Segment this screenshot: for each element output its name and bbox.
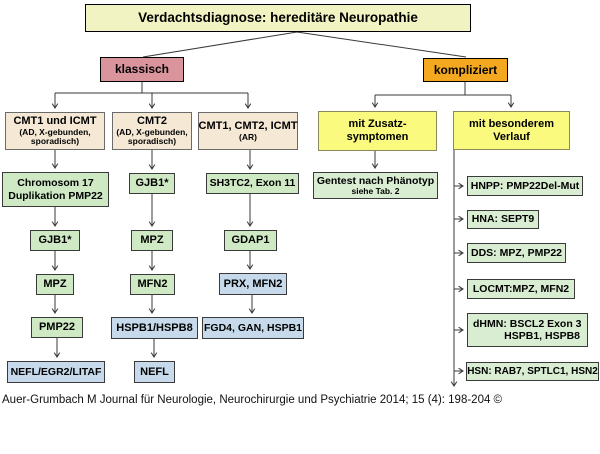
node-label: MPZ bbox=[140, 234, 164, 247]
citation-text: Auer-Grumbach M Journal für Neurologie, … bbox=[2, 394, 503, 406]
node-sublabel: (AD, X-gebunden, sporadisch) bbox=[19, 126, 91, 147]
node-besonderer-verlauf-box: mit besonderem Verlauf bbox=[453, 111, 570, 150]
node-nefl-box: NEFL bbox=[134, 361, 175, 383]
node-label: LOCMT:MPZ, MFN2 bbox=[472, 282, 570, 295]
connector-paths bbox=[51, 31, 515, 387]
page-title: Verdachtsdiagnose: hereditäre Neuropathi… bbox=[138, 10, 418, 26]
node-dhmn-box: dHMN: BSCL2 Exon 3 HSPB1, HSPB8 bbox=[467, 313, 588, 347]
node-label: MPZ bbox=[43, 278, 67, 291]
branch-klassisch-label: klassisch bbox=[114, 62, 170, 77]
node-sublabel: siehe Tab. 2 bbox=[351, 185, 400, 196]
node-gentest-box: Gentest nach Phänotyp siehe Tab. 2 bbox=[313, 172, 438, 199]
title-box: Verdachtsdiagnose: hereditäre Neuropathi… bbox=[85, 4, 471, 32]
node-label: GJB1* bbox=[38, 234, 72, 247]
node-mpz-col2-box: MPZ bbox=[131, 230, 173, 251]
node-label: mit Zusatz- bbox=[348, 118, 407, 131]
node-label: CMT2 bbox=[137, 115, 167, 127]
node-label: HSN: RAB7, SPTLC1, HSN2 bbox=[467, 365, 598, 377]
node-cmt1-icmt-box: CMT1 und ICMT (AD, X-gebunden, sporadisc… bbox=[5, 112, 105, 150]
node-label: MFN2 bbox=[137, 278, 168, 291]
node-sh3tc2-box: SH3TC2, Exon 11 bbox=[206, 173, 299, 194]
node-label: HSPB1, HSPB8 bbox=[504, 330, 580, 342]
node-gjb1-col2-box: GJB1* bbox=[129, 173, 175, 194]
node-label: GDAP1 bbox=[231, 234, 270, 247]
node-label: NEFL bbox=[140, 365, 169, 378]
node-mfn2-col2-box: MFN2 bbox=[130, 274, 175, 295]
node-cmt1-cmt2-icmt-box: CMT1, CMT2, ICMT (AR) bbox=[198, 112, 298, 150]
node-label: dHMN: BSCL2 Exon 3 bbox=[473, 317, 582, 330]
node-locmt-box: LOCMT:MPZ, MFN2 bbox=[467, 279, 575, 299]
node-fgd4-gan-hspb1-box: FGD4, GAN, HSPB1 bbox=[202, 317, 304, 339]
branch-kompliziert-label: kompliziert bbox=[433, 62, 498, 77]
node-mpz-col1-box: MPZ bbox=[36, 274, 74, 295]
node-label: mit besonderem bbox=[469, 117, 554, 130]
node-label: HSPB1/HSPB8 bbox=[116, 321, 193, 334]
node-label: PRX, MFN2 bbox=[223, 277, 283, 290]
node-label: Verlauf bbox=[493, 130, 530, 143]
node-chromosom17-box: Chromosom 17 Duplikation PMP22 bbox=[2, 172, 109, 207]
node-label: DDS: MPZ, PMP22 bbox=[470, 246, 562, 259]
node-label: HNA: SEPT9 bbox=[471, 213, 535, 226]
node-hnpp-box: HNPP: PMP22Del-Mut bbox=[467, 176, 583, 196]
node-gjb1-col1-box: GJB1* bbox=[30, 230, 80, 251]
node-label: CMT1 und ICMT bbox=[13, 115, 97, 127]
node-cmt2-box: CMT2 (AD, X-gebunden, sporadisch) bbox=[112, 112, 192, 150]
branch-kompliziert-box: kompliziert bbox=[423, 58, 508, 82]
node-label: CMT1, CMT2, ICMT bbox=[198, 119, 298, 132]
node-label: Gentest nach Phänotyp bbox=[316, 174, 435, 187]
node-sublabel: (AD, X-gebunden, sporadisch) bbox=[116, 126, 188, 147]
node-label: GJB1* bbox=[135, 177, 169, 190]
node-hna-box: HNA: SEPT9 bbox=[467, 210, 539, 229]
node-label: FGD4, GAN, HSPB1 bbox=[203, 321, 303, 334]
node-label: NEFL/EGR2/LITAF bbox=[10, 365, 102, 378]
node-label: symptomen bbox=[346, 131, 409, 143]
branch-klassisch-box: klassisch bbox=[100, 57, 184, 82]
node-hspb1-hspb8-box: HSPB1/HSPB8 bbox=[111, 317, 198, 339]
node-label: Duplikation PMP22 bbox=[8, 189, 103, 202]
node-label: SH3TC2, Exon 11 bbox=[209, 177, 296, 190]
node-prx-mfn2-box: PRX, MFN2 bbox=[219, 273, 287, 295]
node-label: Chromosom 17 bbox=[17, 177, 94, 190]
node-label: PMP22 bbox=[38, 321, 76, 334]
node-zusatzsymptome-box: mit Zusatz- symptomen bbox=[318, 111, 437, 151]
node-gdap1-box: GDAP1 bbox=[224, 230, 277, 251]
node-pmp22-col1-box: PMP22 bbox=[31, 317, 83, 338]
node-hsn-box: HSN: RAB7, SPTLC1, HSN2 bbox=[466, 362, 599, 381]
node-sublabel: (AR) bbox=[239, 131, 257, 142]
node-dds-box: DDS: MPZ, PMP22 bbox=[467, 243, 566, 263]
node-label: HNPP: PMP22Del-Mut bbox=[470, 179, 580, 192]
node-nefl-egr2-litaf-box: NEFL/EGR2/LITAF bbox=[7, 361, 105, 383]
